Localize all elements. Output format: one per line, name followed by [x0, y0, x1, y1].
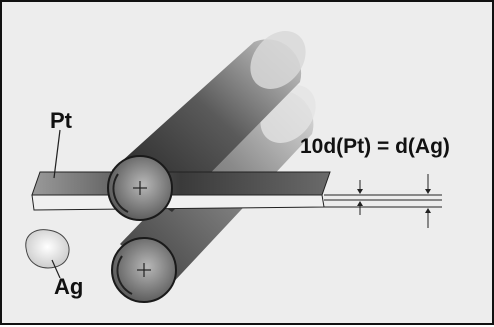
ag-blob	[25, 229, 70, 269]
pt-strip	[31, 171, 331, 196]
dimension-arrow-icon	[324, 174, 442, 228]
dimension-arrowheads	[357, 189, 431, 213]
ag-label: Ag	[54, 274, 83, 299]
crosshair-icon	[133, 181, 147, 195]
pt-label: Pt	[50, 108, 73, 133]
thickness-equation: 10d(Pt) = d(Ag)	[300, 135, 450, 158]
lower-roller-end	[111, 237, 177, 303]
ag-strip	[31, 194, 325, 211]
crosshair-icon	[137, 263, 151, 277]
ag-leader	[51, 259, 61, 279]
pt-leader	[53, 129, 61, 179]
upper-roller-end	[107, 155, 173, 221]
